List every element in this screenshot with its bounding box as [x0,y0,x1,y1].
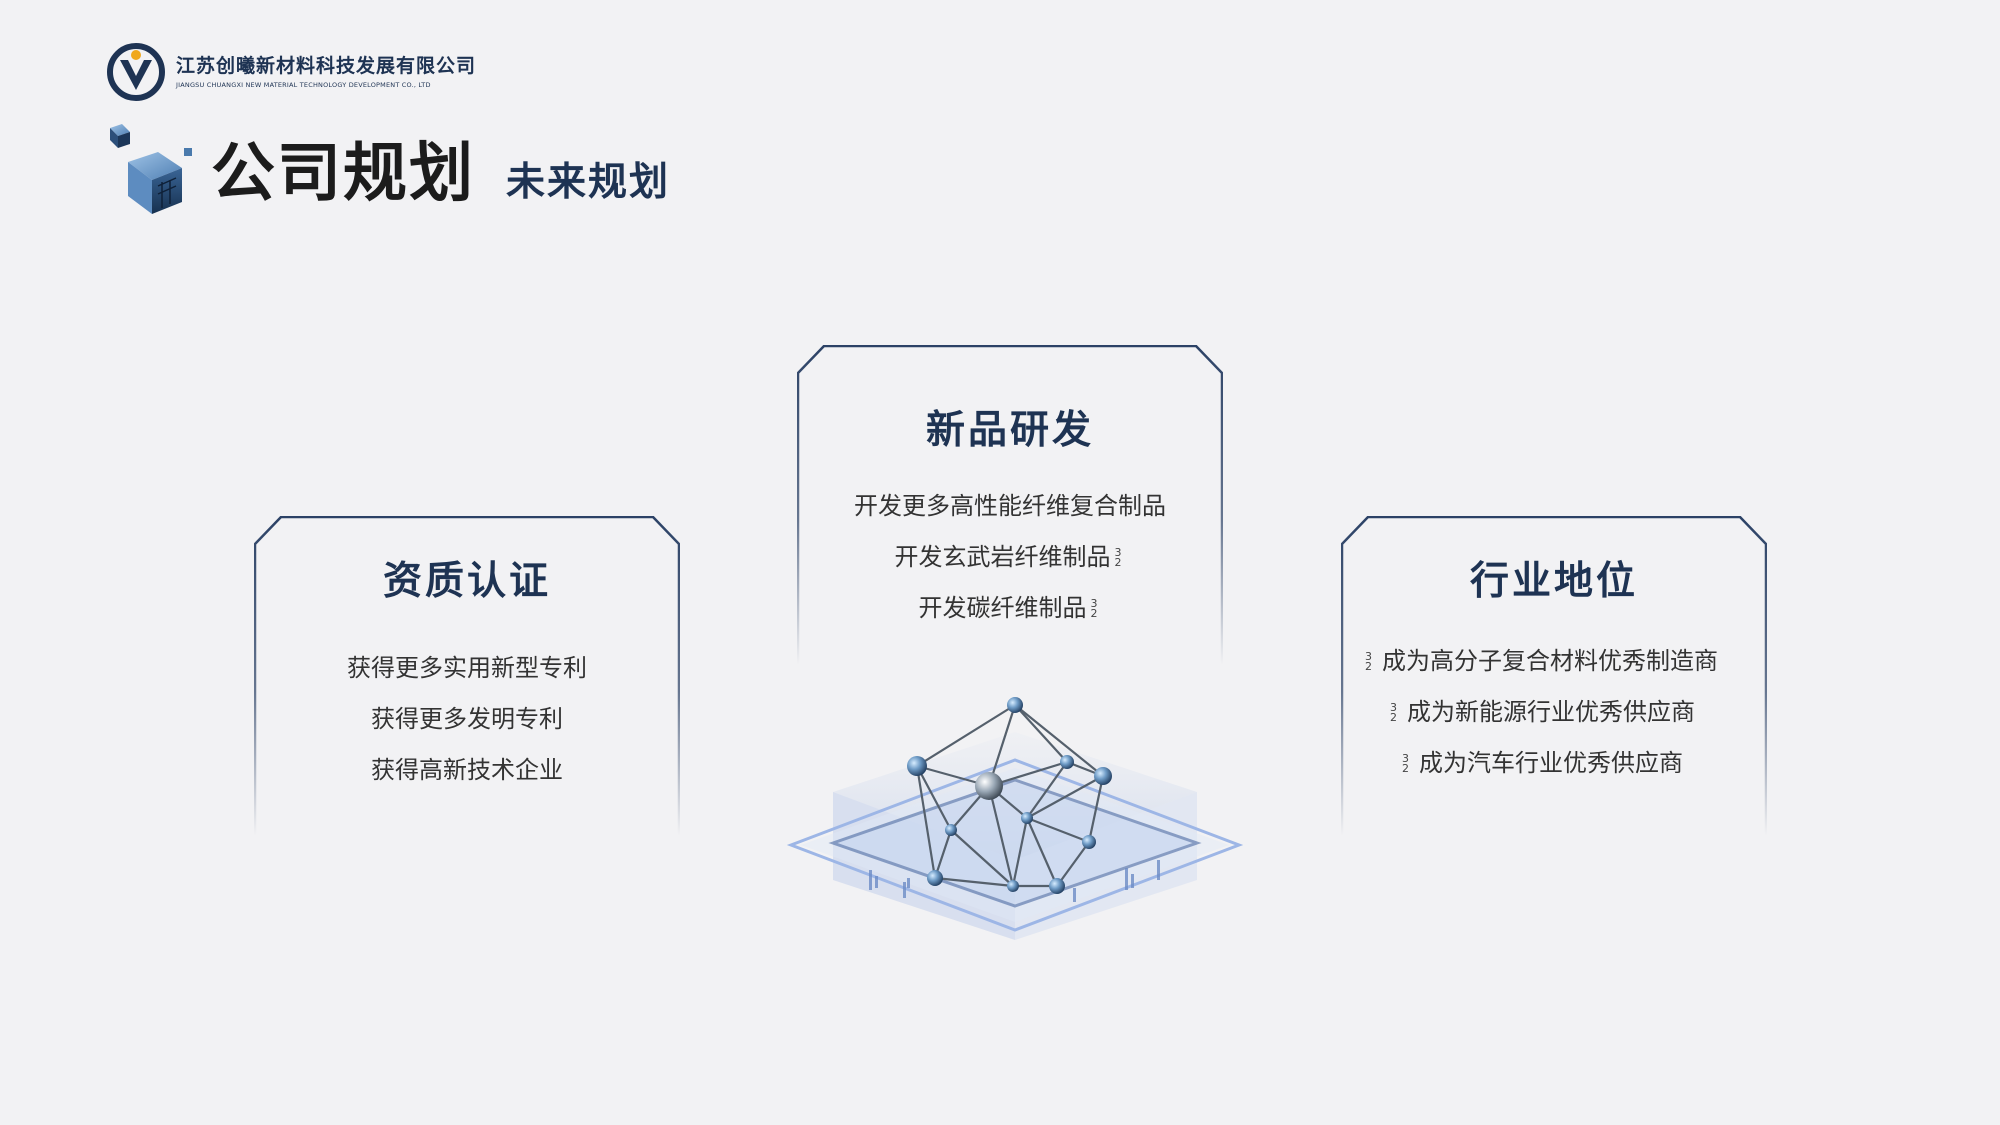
card-title: 资质认证 [382,559,551,604]
card-frame [1341,516,1767,836]
company-name-cn: 江苏创曦新材料科技发展有限公司 [176,55,477,77]
list-item: 获得更多发明专利 [371,705,563,733]
molecule-network-graphic [786,697,1244,940]
list-item: 获得更多实用新型专利 [347,654,587,682]
card-qualification: 资质认证 获得更多实用新型专利 获得更多发明专利 获得高新技术企业 [254,516,680,836]
company-name-en: JIANGSU CHUANGXI NEW MATERIAL TECHNOLOGY… [176,81,431,89]
list-item: 开发更多高性能纤维复合制品 [854,492,1166,520]
company-logo-icon [107,43,165,101]
cube-decoration-icon [110,124,192,214]
card-item-list: 获得更多实用新型专利 获得更多发明专利 获得高新技术企业 [254,643,680,796]
card-title: 新品研发 [925,408,1094,453]
card-frame [254,516,680,836]
card-title: 行业地位 [1469,559,1638,604]
company-logo: 江苏创曦新材料科技发展有限公司 JIANGSU CHUANGXI NEW MAT… [106,42,476,102]
list-item: 获得高新技术企业 [371,756,563,784]
page-title: 公司规划 [211,137,475,211]
page-subtitle: 未来规划 [506,160,671,205]
card-frame [797,345,1223,665]
